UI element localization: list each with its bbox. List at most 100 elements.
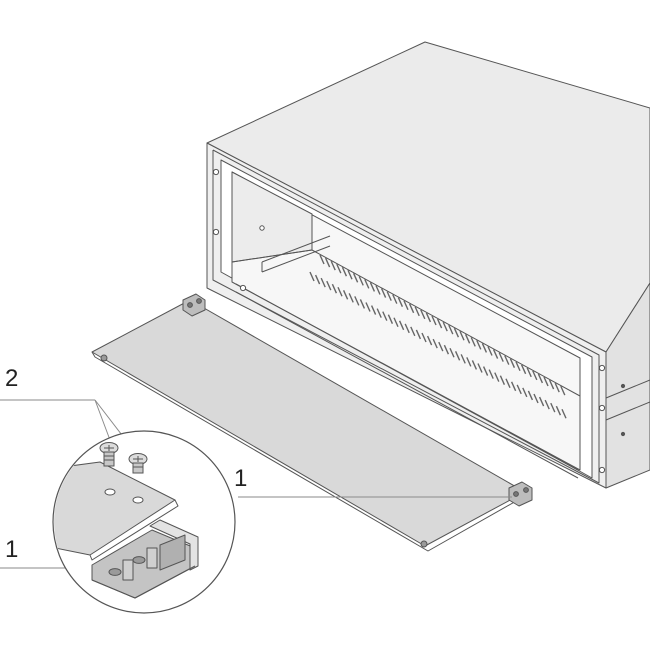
vent-slot xyxy=(358,276,364,286)
vent-slot xyxy=(431,315,437,326)
vent-slot xyxy=(487,346,493,356)
vent-slot xyxy=(319,254,325,265)
vent-slot xyxy=(420,309,426,320)
vent-slot xyxy=(510,381,517,392)
vent-slot xyxy=(442,321,448,332)
vent-slot xyxy=(492,349,499,359)
vent-slot xyxy=(476,340,482,350)
callout-detail-bracket: 1 xyxy=(5,536,19,563)
panel-hinge-top xyxy=(182,293,206,317)
vent-slot xyxy=(415,329,422,340)
vent-slot xyxy=(554,382,560,393)
detail-bracket xyxy=(91,519,199,599)
screw-1 xyxy=(99,442,119,467)
vent-slot xyxy=(515,361,521,372)
vent-slot xyxy=(410,326,416,337)
vent-slot xyxy=(482,366,489,376)
vent-slot xyxy=(393,317,399,328)
vent-slot xyxy=(471,360,478,370)
vent-slot xyxy=(309,271,315,282)
vent-slot xyxy=(555,405,562,416)
vent-slot xyxy=(414,306,420,317)
callout-panel-bracket: 1 xyxy=(234,465,248,492)
vent-slot xyxy=(464,334,471,344)
panel-hinge-bottom xyxy=(508,481,533,507)
vent-slot xyxy=(426,335,433,346)
vent-slot xyxy=(336,263,342,274)
vent-slot xyxy=(320,277,326,288)
vent-slot xyxy=(538,396,545,407)
vent-slot xyxy=(376,308,382,318)
vent-slot xyxy=(369,282,376,292)
vent-slot xyxy=(522,387,528,398)
vent-slot xyxy=(498,352,504,362)
vent-slot xyxy=(347,269,353,280)
vent-slot xyxy=(380,288,387,298)
vent-slot xyxy=(408,303,415,314)
vent-slot xyxy=(342,290,349,300)
vent-slot xyxy=(404,323,410,334)
vent-slot xyxy=(326,280,332,291)
vent-slot xyxy=(561,408,567,419)
vent-slot xyxy=(470,337,476,347)
vent-slot xyxy=(548,379,555,390)
vent-slot xyxy=(504,355,510,365)
vent-slots xyxy=(309,254,567,419)
vent-slot xyxy=(560,385,566,396)
vent-slot xyxy=(516,384,522,395)
vent-slot xyxy=(509,358,516,368)
vent-slot xyxy=(436,318,443,329)
vent-slot xyxy=(397,297,404,307)
detail-magnifier xyxy=(52,430,236,614)
vent-slot xyxy=(387,314,394,324)
vent-slot xyxy=(341,266,348,277)
vent-slot xyxy=(532,370,538,381)
blank-front-panel xyxy=(91,293,533,552)
vent-slot xyxy=(460,354,466,364)
vent-slot xyxy=(481,343,488,353)
vent-slot xyxy=(365,302,371,312)
vent-slot xyxy=(466,357,472,367)
vent-slot xyxy=(352,273,359,283)
vent-slot xyxy=(454,351,461,361)
vent-slot xyxy=(499,375,506,385)
vent-slot xyxy=(543,376,549,387)
vent-slot xyxy=(330,260,336,271)
vent-slot xyxy=(382,311,388,321)
vent-slot xyxy=(537,373,544,384)
vent-slot xyxy=(403,300,409,311)
vent-slot xyxy=(432,338,438,349)
vent-slot xyxy=(398,320,405,331)
vent-slot xyxy=(314,274,321,285)
vent-slot xyxy=(526,367,532,378)
vent-slot xyxy=(359,299,366,309)
detail-screws xyxy=(99,442,148,474)
vent-slot xyxy=(527,390,534,401)
vent-slot xyxy=(421,332,427,343)
vent-slot xyxy=(488,369,494,379)
callout-screws: 2 xyxy=(5,365,19,392)
vent-slot xyxy=(392,294,398,304)
vent-slot xyxy=(354,296,360,306)
vent-slot xyxy=(375,285,381,295)
vent-slot xyxy=(494,372,500,382)
vent-slot xyxy=(370,305,377,315)
vent-slot xyxy=(453,327,460,338)
vent-slot xyxy=(505,378,511,389)
vent-slot xyxy=(544,399,550,410)
vent-slot xyxy=(324,257,331,268)
vent-slot xyxy=(520,364,527,375)
vent-slot xyxy=(438,341,444,352)
vent-slot xyxy=(449,347,455,358)
vent-slot xyxy=(348,293,354,303)
rack-case xyxy=(206,41,650,489)
vent-slot xyxy=(331,283,338,294)
vent-slot xyxy=(443,344,450,355)
vent-slot xyxy=(425,312,432,323)
vent-slot xyxy=(550,402,556,413)
vent-slot xyxy=(386,291,392,301)
vent-slot xyxy=(533,393,539,404)
vent-slot xyxy=(448,324,454,335)
screw-2 xyxy=(128,453,148,474)
